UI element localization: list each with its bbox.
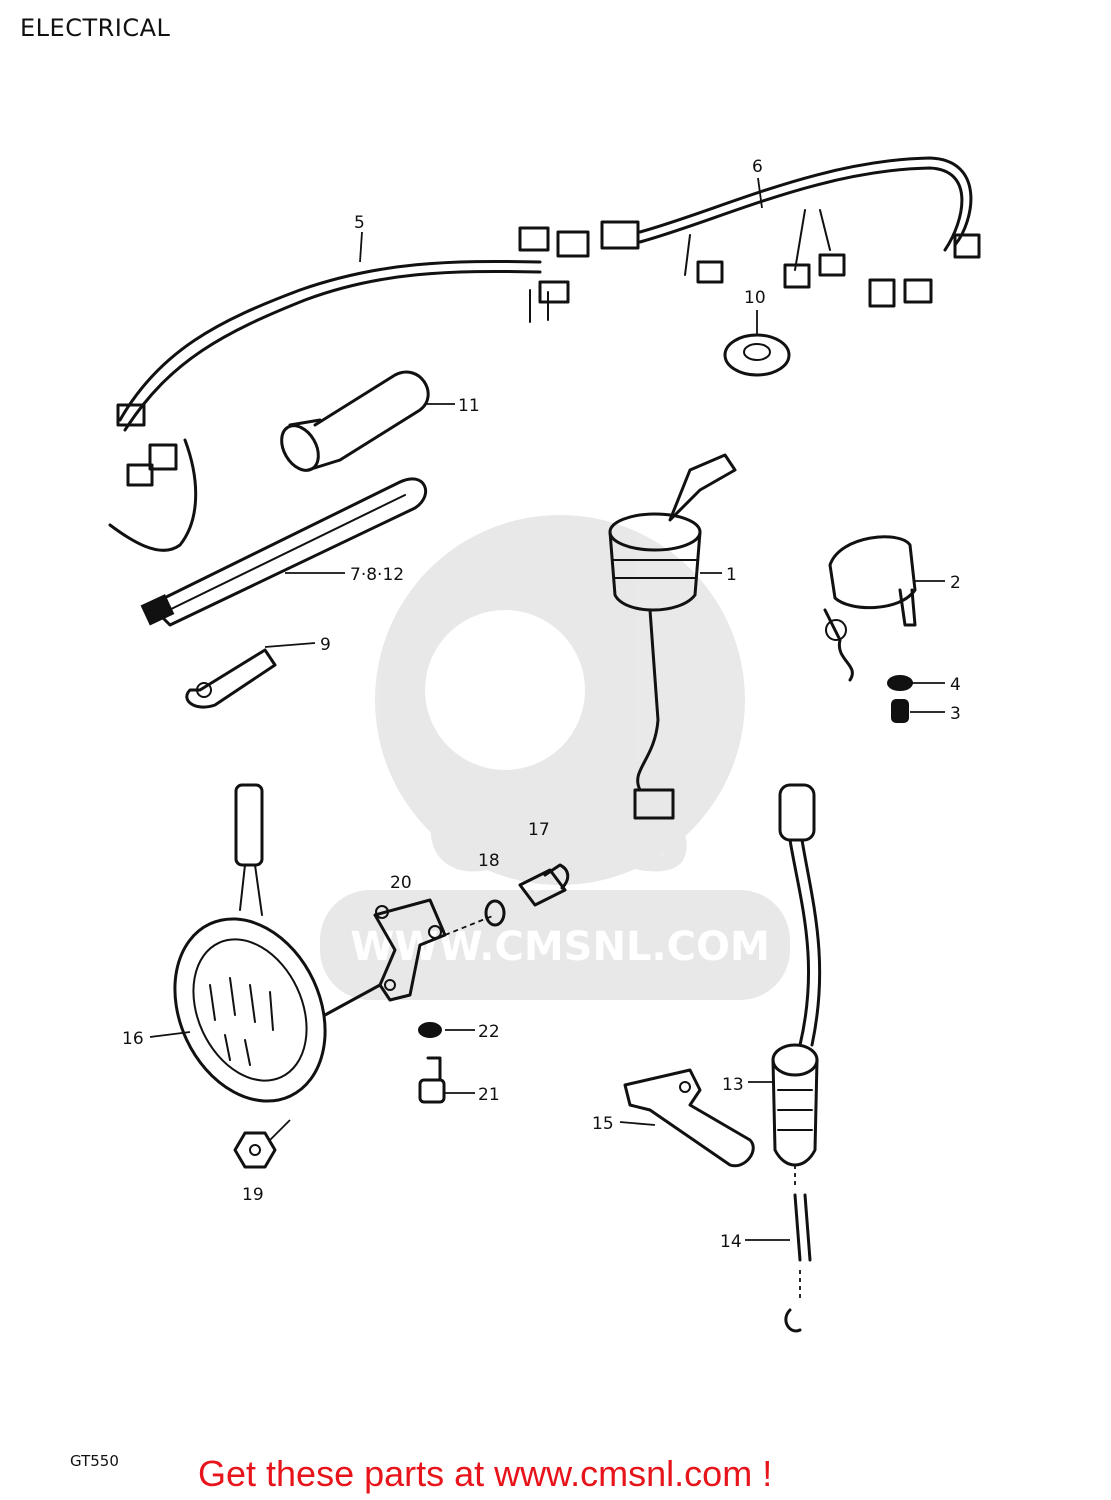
steering-lock-2-icon <box>823 535 917 682</box>
callout-13: 13 <box>722 1075 744 1095</box>
spring-14-icon <box>784 1193 812 1333</box>
washer-18-icon <box>484 899 506 927</box>
callout-11: 11 <box>458 396 480 416</box>
callout-5: 5 <box>354 213 365 233</box>
bolt-17-icon <box>518 863 570 907</box>
nut-19-icon <box>233 1119 291 1169</box>
horn-16-icon <box>173 783 382 1103</box>
cta-link[interactable]: Get these parts at www.cmsnl.com ! <box>198 1453 773 1494</box>
callout-15: 15 <box>592 1114 614 1134</box>
leader-lines <box>149 177 945 1241</box>
screw-3-icon <box>891 699 909 723</box>
switch-bracket-15-icon <box>623 1068 755 1168</box>
callout-17: 17 <box>528 820 550 840</box>
ignition-switch-1-icon <box>608 453 737 820</box>
callout-19: 19 <box>242 1185 264 1205</box>
callout-16: 16 <box>122 1029 144 1049</box>
clamp-9-icon <box>185 648 277 709</box>
callout-14: 14 <box>720 1232 742 1252</box>
callout-21: 21 <box>478 1085 500 1105</box>
horn-bracket-20-icon <box>373 898 496 1002</box>
callout-9: 9 <box>320 635 331 655</box>
callout-7-8-12: 7·8·12 <box>350 565 404 585</box>
washer-4-icon <box>887 675 913 691</box>
callout-1: 1 <box>726 565 737 585</box>
callout-20: 20 <box>390 873 412 893</box>
cover-tube-11-icon <box>280 370 430 472</box>
band-7-8-12-icon <box>140 477 428 627</box>
grommet-10-icon <box>723 333 791 377</box>
callout-6: 6 <box>752 157 763 177</box>
callout-3: 3 <box>950 704 961 724</box>
callout-10: 10 <box>744 288 766 308</box>
diagram-title: ELECTRICAL <box>20 14 171 42</box>
model-code: GT550 <box>70 1452 119 1470</box>
callout-22: 22 <box>478 1022 500 1042</box>
stop-switch-13-icon <box>771 783 822 1185</box>
watermark-text: CMS <box>425 768 694 896</box>
wiring-harness-6-icon <box>600 156 981 308</box>
watermark-url: WWW.CMSNL.COM <box>350 924 770 970</box>
watermark-logo: CMS WWW.CMSNL.COM <box>320 515 790 1000</box>
callout-18: 18 <box>478 851 500 871</box>
wiring-harness-5-icon <box>108 226 590 552</box>
callout-2: 2 <box>950 573 961 593</box>
callout-4: 4 <box>950 675 961 695</box>
bolt-21-icon <box>418 1056 446 1104</box>
washer-22-icon <box>418 1022 442 1038</box>
